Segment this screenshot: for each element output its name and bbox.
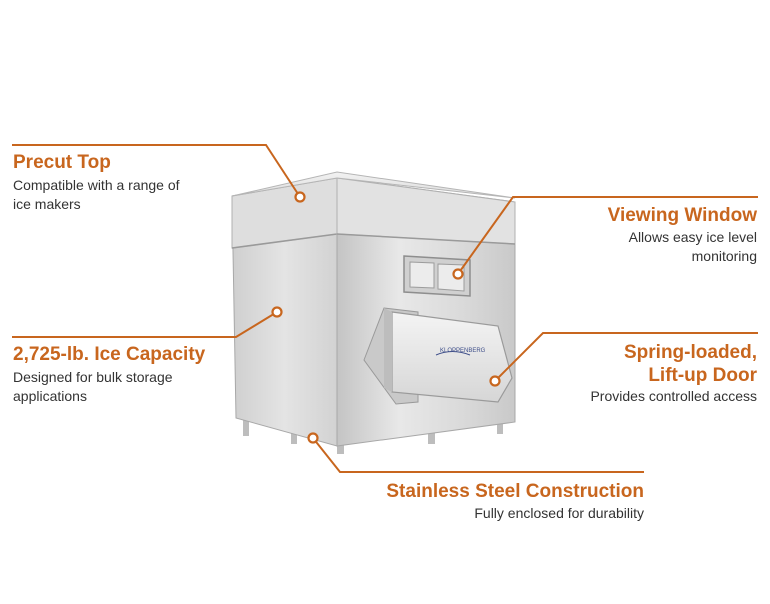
construction-title: Stainless Steel Construction <box>386 481 644 502</box>
bin-front <box>336 177 516 447</box>
precut-top-description: Compatible with a range of ice makers <box>13 176 180 214</box>
viewing-window-description: Allows easy ice level monitoring <box>629 228 757 266</box>
lift-up-door: KLOPPENBERG <box>363 307 513 405</box>
ice-capacity-description: Designed for bulk storage applications <box>13 368 173 406</box>
marker-construction <box>307 432 319 444</box>
viewing-window-title: Viewing Window <box>607 205 757 226</box>
leader-viewing-window <box>457 196 758 275</box>
precut-top-desc-line: Compatible with a range of <box>13 177 180 193</box>
leader-door <box>494 332 758 382</box>
marker-door <box>489 375 501 387</box>
viewing-window-desc-line: monitoring <box>691 248 757 264</box>
marker-viewing-window <box>452 268 464 280</box>
marker-dots <box>271 191 501 444</box>
door-description: Provides controlled access <box>590 388 757 404</box>
viewing-window-desc-line: Allows easy ice level <box>628 229 757 245</box>
precut-top-desc-line: ice makers <box>13 196 81 212</box>
leader-precut-top <box>12 144 301 198</box>
ice-capacity-title: 2,725-lb. Ice Capacity <box>13 344 206 365</box>
leader-construction <box>312 437 644 473</box>
door-logo: KLOPPENBERG <box>440 348 486 354</box>
ice-capacity-desc-line: applications <box>13 388 87 404</box>
marker-ice-capacity <box>271 306 283 318</box>
door-title-line: Lift-up Door <box>648 365 757 386</box>
door-title-line: Spring-loaded, <box>624 342 757 363</box>
bin-left-side <box>231 177 338 447</box>
construction-description: Fully enclosed for durability <box>474 505 644 521</box>
precut-top-title: Precut Top <box>13 152 111 173</box>
leader-lines <box>12 144 758 473</box>
ice-capacity-desc-line: Designed for bulk storage <box>13 369 173 385</box>
leader-ice-capacity <box>12 311 278 338</box>
door-title: Spring-loaded, Lift-up Door <box>624 341 757 387</box>
marker-precut-top <box>294 191 306 203</box>
